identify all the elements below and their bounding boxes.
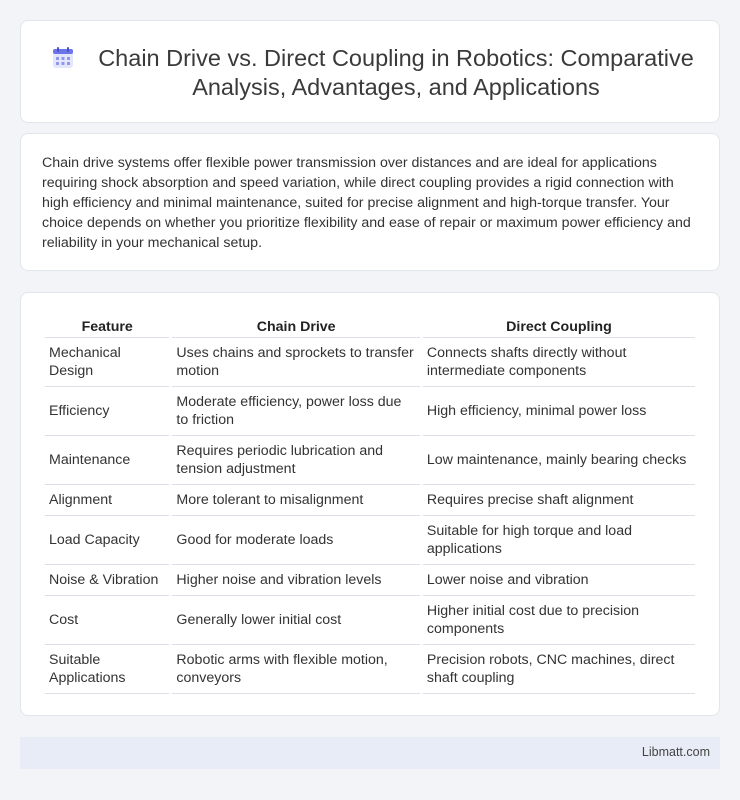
table-row: Mechanical Design Uses chains and sprock…	[45, 338, 695, 387]
page-title: Chain Drive vs. Direct Coupling in Robot…	[98, 45, 694, 100]
summary-card: Chain drive systems offer flexible power…	[20, 133, 720, 271]
footer-bar: Libmatt.com	[20, 737, 720, 769]
row-feature: Cost	[45, 596, 170, 645]
comparison-table-card: Feature Chain Drive Direct Coupling Mech…	[20, 292, 720, 716]
row-direct-coupling: High efficiency, minimal power loss	[422, 387, 695, 436]
row-chain-drive: Uses chains and sprockets to transfer mo…	[172, 338, 420, 387]
row-chain-drive: Higher noise and vibration levels	[172, 565, 420, 596]
row-feature: Efficiency	[45, 387, 170, 436]
row-chain-drive: Requires periodic lubrication and tensio…	[172, 436, 420, 485]
table-row: Maintenance Requires periodic lubricatio…	[45, 436, 695, 485]
row-feature: Maintenance	[45, 436, 170, 485]
row-direct-coupling: Low maintenance, mainly bearing checks	[422, 436, 695, 485]
table-header-row: Feature Chain Drive Direct Coupling	[45, 316, 695, 338]
row-feature: Alignment	[45, 485, 170, 516]
table-row: Suitable Applications Robotic arms with …	[45, 645, 695, 694]
row-feature: Mechanical Design	[45, 338, 170, 387]
row-chain-drive: Moderate efficiency, power loss due to f…	[172, 387, 420, 436]
table-row: Load Capacity Good for moderate loads Su…	[45, 516, 695, 565]
row-direct-coupling: Requires precise shaft alignment	[422, 485, 695, 516]
row-direct-coupling: Precision robots, CNC machines, direct s…	[422, 645, 695, 694]
row-direct-coupling: Higher initial cost due to precision com…	[422, 596, 695, 645]
row-chain-drive: Good for moderate loads	[172, 516, 420, 565]
footer-site-link[interactable]: Libmatt.com	[641, 745, 710, 759]
row-chain-drive: More tolerant to misalignment	[172, 485, 420, 516]
header-feature: Feature	[45, 316, 170, 338]
row-feature: Load Capacity	[45, 516, 170, 565]
row-chain-drive: Generally lower initial cost	[172, 596, 420, 645]
table-row: Alignment More tolerant to misalignment …	[45, 485, 695, 516]
title-card: Chain Drive vs. Direct Coupling in Robot…	[20, 20, 720, 123]
header-direct-coupling: Direct Coupling	[422, 316, 695, 338]
table-row: Cost Generally lower initial cost Higher…	[45, 596, 695, 645]
row-direct-coupling: Connects shafts directly without interme…	[422, 338, 695, 387]
calendar-icon	[53, 47, 73, 68]
row-feature: Suitable Applications	[45, 645, 170, 694]
summary-paragraph: Chain drive systems offer flexible power…	[42, 155, 691, 251]
row-direct-coupling: Suitable for high torque and load applic…	[422, 516, 695, 565]
comparison-table: Feature Chain Drive Direct Coupling Mech…	[42, 316, 698, 694]
header-chain-drive: Chain Drive	[172, 316, 420, 338]
row-direct-coupling: Lower noise and vibration	[422, 565, 695, 596]
table-row: Efficiency Moderate efficiency, power lo…	[45, 387, 695, 436]
row-feature: Noise & Vibration	[45, 565, 170, 596]
row-chain-drive: Robotic arms with flexible motion, conve…	[172, 645, 420, 694]
table-row: Noise & Vibration Higher noise and vibra…	[45, 565, 695, 596]
